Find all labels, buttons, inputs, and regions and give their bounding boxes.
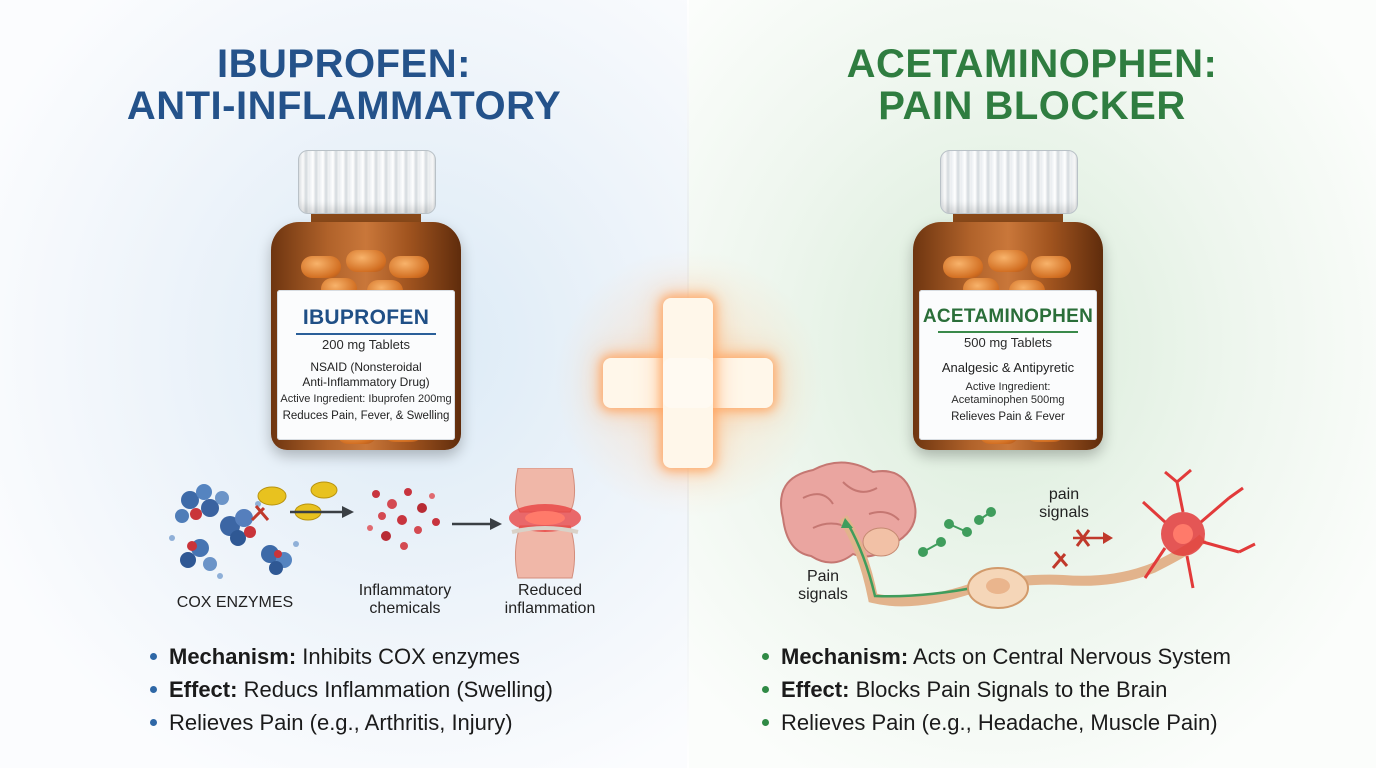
bullet-relieves: Relieves Pain (e.g., Arthritis, Injury) <box>150 710 513 736</box>
acetaminophen-title: ACETAMINOPHEN: <box>846 42 1218 86</box>
bottle-cap <box>940 150 1078 214</box>
inflammatory-chemicals-icon <box>367 488 440 550</box>
block-icon <box>1051 551 1069 569</box>
label-drug-name: ACETAMINOPHEN <box>922 306 1094 327</box>
pain-signals-left-line2: signals <box>798 586 848 603</box>
pain-signals-left-label: Pain signals <box>783 568 863 604</box>
bullet-mechanism: Mechanism: Acts on Central Nervous Syste… <box>762 644 1231 670</box>
bullet-dot-icon <box>762 718 769 726</box>
reduced-label-line1: Reduced <box>517 582 583 599</box>
bullet-mechanism: Mechanism: Inhibits COX enzymes <box>150 644 520 670</box>
pain-signals-left-line1: Pain <box>806 568 840 585</box>
label-active-ingredient: Active Ingredient: Ibuprofen 200mg <box>280 393 452 405</box>
label-drug-name: IBUPROFEN <box>302 306 430 329</box>
signal-arrow-icon <box>846 523 984 598</box>
bullet-dot-icon <box>150 652 157 660</box>
label-uses: Reduces Pain, Fever, & Swelling <box>282 410 450 422</box>
spinal-cord-icon <box>967 567 1029 609</box>
neuron-icon <box>1141 468 1256 589</box>
bullet-dot-icon <box>150 718 157 726</box>
cox-enzyme-icon <box>169 484 299 579</box>
ibuprofen-subtitle: ANTI-INFLAMMATORY <box>126 84 562 128</box>
chemicals-label-line1: Inflammatory <box>358 582 452 599</box>
label-active-line1: Active Ingredient: <box>965 381 1051 393</box>
label-dose: 500 mg Tablets <box>964 335 1052 350</box>
bullet-dot-icon <box>762 685 769 693</box>
bullet-effect: Effect: Reducs Inflammation (Swelling) <box>150 677 553 703</box>
acetaminophen-molecule-icon <box>918 507 996 557</box>
inflammatory-chemicals-label: Inflammatory chemicals <box>340 582 470 618</box>
ibuprofen-title: IBUPROFEN: <box>217 42 471 86</box>
pain-signals-right-label: pain signals <box>1024 486 1104 522</box>
arrow-icon <box>290 506 354 518</box>
block-arrow-icon <box>1073 529 1113 547</box>
acetaminophen-bottle: ACETAMINOPHEN 500 mg Tablets Analgesic &… <box>913 150 1103 450</box>
block-icon <box>250 505 270 522</box>
label-uses: Relieves Pain & Fever <box>951 411 1065 423</box>
arrow-icon <box>452 518 502 530</box>
pain-signals-right-line1: pain <box>1048 486 1080 503</box>
ibuprofen-tablet-icon <box>257 481 338 521</box>
label-active-line2: Acetaminophen 500mg <box>951 394 1065 406</box>
bullet-effect: Effect: Blocks Pain Signals to the Brain <box>762 677 1167 703</box>
bottle-label: ACETAMINOPHEN 500 mg Tablets Analgesic &… <box>919 290 1097 440</box>
cox-enzymes-label: COX ENZYMES <box>176 594 294 611</box>
bottle-cap <box>298 150 436 214</box>
bullet-dot-icon <box>762 652 769 660</box>
label-class-line2: Anti-Inflammatory Drug) <box>302 375 430 389</box>
chemicals-label-line2: chemicals <box>369 600 441 617</box>
bullet-relieves: Relieves Pain (e.g., Headache, Muscle Pa… <box>762 710 1218 736</box>
bottle-label: IBUPROFEN 200 mg Tablets NSAID (Nonstero… <box>277 290 455 440</box>
glowing-plus-icon <box>553 248 823 518</box>
bullet-dot-icon <box>150 685 157 693</box>
label-dose: 200 mg Tablets <box>322 337 410 352</box>
ibuprofen-panel: IBUPROFEN: ANTI-INFLAMMATORY IBUPROFEN 2… <box>0 0 688 768</box>
label-class-line1: NSAID (Nonsteroidal <box>310 360 422 374</box>
reduced-inflammation-label: Reduced inflammation <box>480 582 620 618</box>
label-class: Analgesic & Antipyretic <box>941 360 1075 375</box>
pain-signals-right-line2: signals <box>1039 504 1089 521</box>
acetaminophen-subtitle: PAIN BLOCKER <box>878 84 1186 128</box>
ibuprofen-bottle: IBUPROFEN 200 mg Tablets NSAID (Nonstero… <box>271 150 461 450</box>
reduced-label-line2: inflammation <box>504 600 596 617</box>
